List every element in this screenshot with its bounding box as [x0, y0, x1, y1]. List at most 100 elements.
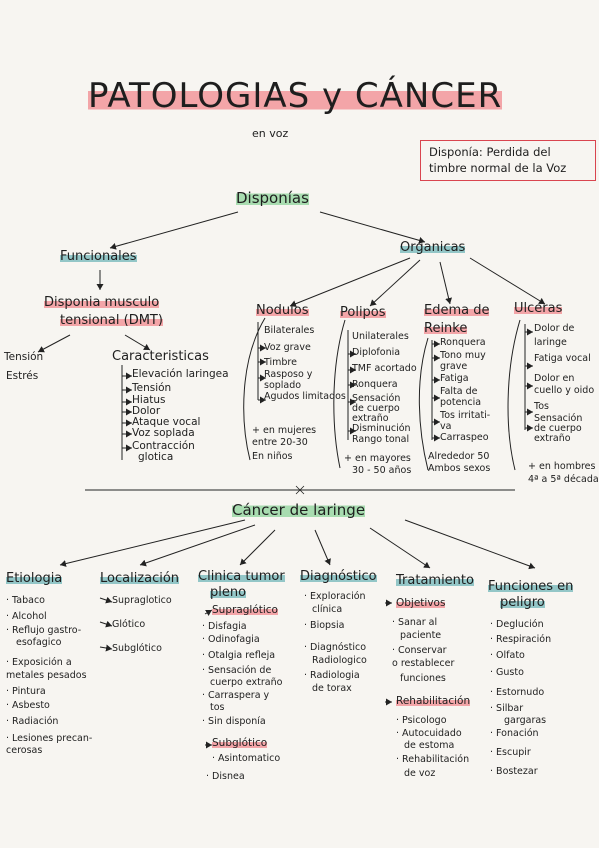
definition-line2: timbre normal de la Voz — [429, 160, 567, 175]
list-item: gargaras — [504, 715, 547, 726]
list-item: · Conservar — [392, 645, 447, 656]
list-item: + en hombres — [528, 461, 596, 472]
list-item: · Otalgia refleja — [202, 650, 276, 661]
etiologia-list: · Tabaco · Alcohol · Reflujo gastro- eso… — [6, 595, 93, 757]
list-item: · Diagnóstico — [304, 642, 367, 653]
funciones-node-line1: Funciones en — [488, 579, 574, 595]
supraglotico-label: Supraglótico — [212, 604, 278, 617]
list-item: · Odinofagia — [202, 634, 260, 645]
list-item: extraño — [534, 433, 571, 444]
list-item: · Exposición a — [6, 657, 72, 668]
list-item: Tensión — [132, 382, 172, 394]
list-item: Agudos limitados — [264, 391, 346, 402]
nodulos-node: Nodulos — [256, 303, 309, 319]
list-item: · Radiologia — [304, 670, 360, 681]
list-item: 4ª a 5ª década — [528, 474, 599, 485]
list-item: de voz — [404, 768, 436, 779]
list-item: esofagico — [16, 637, 62, 648]
list-item: funciones — [400, 673, 446, 684]
polipos-node: Polipos — [340, 305, 386, 321]
list-item: clínica — [312, 604, 343, 615]
list-item: · Pintura — [6, 686, 46, 697]
list-item: Supraglotico — [112, 595, 172, 606]
etiologia-node: Etiologia — [6, 571, 63, 587]
list-item: · Bostezar — [490, 766, 538, 777]
list-item: · Silbar — [490, 703, 524, 714]
list-item: · Radiación — [6, 716, 59, 727]
list-item: En niños — [252, 451, 293, 462]
list-item: · Exploración — [304, 591, 366, 602]
list-item: · Respiración — [490, 634, 552, 645]
ulceras-node: Ulceras — [514, 301, 563, 317]
list-item: · Lesiones precan- — [6, 733, 93, 744]
list-item: · Reflujo gastro- — [6, 625, 82, 636]
cancer-node: Cáncer de laringe — [232, 501, 366, 519]
list-item: · Autocuidado — [396, 728, 462, 739]
estres-label: Estrés — [6, 370, 39, 382]
list-item: Voz grave — [264, 342, 311, 353]
list-item: · Carraspera y — [202, 690, 270, 701]
clinica-node-line1: Clinica tumor — [198, 569, 285, 585]
list-item: potencia — [440, 397, 482, 408]
list-item: de cuerpo — [534, 423, 582, 434]
list-item: Radiologico — [312, 655, 367, 666]
list-item: Diplofonia — [352, 347, 401, 358]
list-item: laringe — [534, 337, 567, 348]
list-item: · Escupir — [490, 747, 531, 758]
list-item: Ronquera — [352, 379, 398, 390]
list-item: entre 20-30 — [252, 437, 308, 448]
list-item: 30 - 50 años — [352, 465, 412, 476]
caracteristicas-title: Caracteristicas — [112, 349, 209, 364]
edema-node-line1: Edema de — [424, 303, 490, 319]
funciones-list: · Deglución · Respiración · Olfato · Gus… — [490, 619, 552, 778]
page-title: PATOLOGIAS y CÁNCER — [88, 76, 503, 116]
list-item: · Alcohol — [6, 611, 47, 622]
diagnostico-list: · Exploración clínica · Biopsia · Diagnó… — [304, 591, 367, 695]
list-item: Subglótico — [112, 643, 162, 654]
list-item: Dolor de — [534, 323, 575, 334]
dmt-node-line1: Disponia musculo — [44, 295, 160, 311]
list-item: Tos — [534, 401, 549, 412]
list-item: · Disfagia — [202, 621, 247, 632]
list-item: Tos irritati- — [440, 410, 491, 421]
tratamiento-node: Tratamiento — [396, 573, 474, 589]
list-item: · Psicologo — [396, 715, 447, 726]
tratamiento-rehab-list: · Psicologo · Autocuidado de estoma · Re… — [396, 715, 470, 780]
list-item: Carraspeo — [440, 432, 489, 443]
list-item: Rango tonal — [352, 434, 410, 445]
list-item: · Deglución — [490, 619, 544, 630]
list-item: + en mujeres — [252, 425, 317, 436]
list-item: · Estornudo — [490, 687, 545, 698]
clinica-list-subglotico: · Asintomatico · Disnea — [206, 753, 281, 783]
list-item: paciente — [400, 630, 442, 641]
organicas-node: Organicas — [400, 240, 466, 256]
list-item: Hiatus — [132, 394, 166, 406]
list-item: · Olfato — [490, 650, 525, 661]
list-item: · Asintomatico — [212, 753, 281, 764]
list-item: Falta de — [440, 386, 478, 397]
list-item: · Rehabilitación — [396, 754, 470, 765]
localizacion-node: Localización — [100, 571, 180, 587]
list-item: Elevación laringea — [132, 368, 229, 380]
list-item: · Fonación — [490, 728, 539, 739]
nodulos-list: Bilaterales Voz grave Timbre Rasposo y s… — [264, 325, 346, 403]
caracteristicas-list: Elevación laringea Tensión Hiatus Dolor … — [132, 368, 229, 463]
clinica-list-supraglotico: · Disfagia · Odinofagia · Otalgia reflej… — [202, 621, 282, 728]
subglotico-label: Subglótico — [212, 737, 268, 750]
definition-box: Disponía: Perdida del timbre normal de l… — [420, 140, 596, 182]
list-item: · Sanar al — [392, 617, 438, 628]
list-item: · Tabaco — [6, 595, 45, 606]
list-item: Fatiga vocal — [534, 353, 591, 364]
list-item: cerosas — [6, 745, 43, 756]
list-item: Ambos sexos — [428, 463, 491, 474]
list-item: TMF acortado — [352, 363, 417, 374]
list-item: Disminución — [352, 423, 411, 434]
list-item: Fatiga — [440, 373, 469, 384]
list-item: Ronquera — [440, 337, 486, 348]
tratamiento-objetivos-list: · Sanar al paciente · Conservar o restab… — [392, 617, 454, 685]
tension-label: Tensión — [4, 351, 44, 363]
list-item: Unilaterales — [352, 331, 409, 342]
list-item: de torax — [312, 683, 352, 694]
